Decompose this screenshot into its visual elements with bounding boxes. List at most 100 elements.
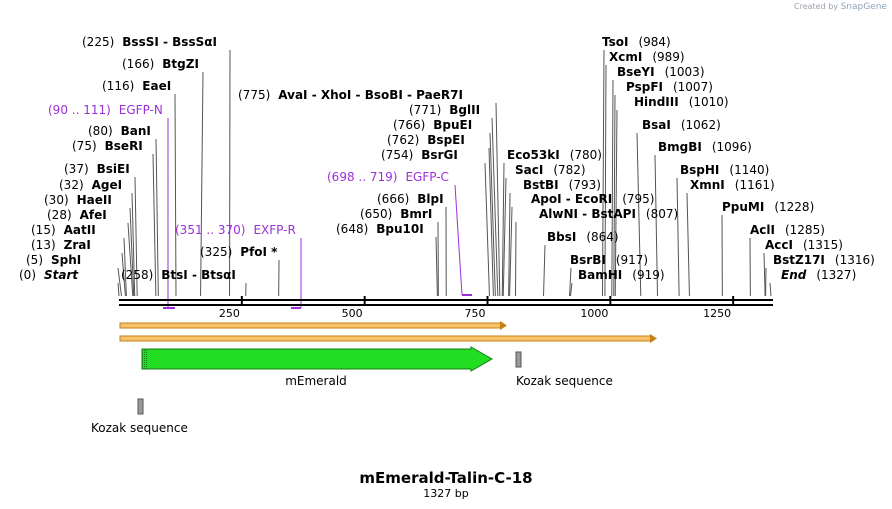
feature-label-kozak-left: Kozak sequence xyxy=(91,421,188,435)
site-connector xyxy=(509,206,513,297)
site-name: Eco53kI xyxy=(507,148,560,162)
site-connector xyxy=(155,138,159,297)
enzyme-site-label: AclI(1285) xyxy=(750,223,825,237)
site-name: AclI xyxy=(750,223,775,237)
site-connector xyxy=(763,252,766,297)
enzyme-site-label: BspHI (1140) xyxy=(680,163,769,177)
site-connector xyxy=(117,282,120,297)
enzyme-site-labels: (0)Start(5)SphI(13)ZraI(15)AatII(28)AfeI… xyxy=(19,35,875,282)
enzyme-site-label: HindIII(1010) xyxy=(634,95,729,109)
site-name: BglII xyxy=(449,103,480,117)
site-position: (782) xyxy=(553,163,585,177)
site-position: (1316) xyxy=(835,253,875,267)
scale-tick-label: 1250 xyxy=(703,307,731,320)
site-connector xyxy=(129,207,135,297)
site-connector xyxy=(117,267,122,297)
enzyme-site-label: (666)BlpI xyxy=(377,192,444,206)
site-connector xyxy=(613,94,616,297)
site-position: (1140) xyxy=(729,163,769,177)
map-length: 1327 bp xyxy=(423,487,468,500)
primer-label: (351 .. 370)EXFP-R xyxy=(175,223,296,237)
enzyme-site-label: (766)BpuEI xyxy=(393,118,472,132)
primer-binding-marks xyxy=(163,294,472,309)
enzyme-site-label: PspFI(1007) xyxy=(626,80,713,94)
primer-name: EXFP-R xyxy=(253,223,295,237)
enzyme-site-label: (762)BspEI xyxy=(387,133,465,147)
enzyme-site-label: (650)BmrI xyxy=(360,207,432,221)
snapgene-logo-text: SnapGene xyxy=(840,2,887,12)
site-name: BsrGI xyxy=(421,148,458,162)
site-connector xyxy=(134,176,138,297)
site-position: (754) xyxy=(381,148,413,162)
site-position: (771) xyxy=(409,103,441,117)
site-connector xyxy=(502,177,507,297)
site-position: (780) xyxy=(570,148,602,162)
site-position: (5) xyxy=(26,253,43,267)
scale-tick-label: 750 xyxy=(465,307,486,320)
site-position: (917) xyxy=(616,253,648,267)
enzyme-site-label: (30) HaeII xyxy=(44,193,112,207)
primer-label: (698 .. 719)EGFP-C xyxy=(327,170,449,184)
enzyme-site-label: (775)AvaI - XhoI - BsoBI - PaeR7I xyxy=(238,88,463,102)
site-name: End xyxy=(781,268,807,282)
scale-tick-label: 500 xyxy=(342,307,363,320)
enzyme-site-label: (80)BanI xyxy=(88,124,151,138)
site-position: (762) xyxy=(387,133,419,147)
site-position: (793) xyxy=(569,178,601,192)
site-position: (1327) xyxy=(816,268,856,282)
scale-tick-label: 1000 xyxy=(580,307,608,320)
enzyme-site-label: (28)AfeI xyxy=(47,208,107,222)
enzyme-site-label: (32)AgeI xyxy=(59,178,122,192)
feature-kozak-left[interactable]: Kozak sequence xyxy=(91,398,188,435)
site-name: ApoI - EcoRI xyxy=(531,192,612,206)
enzyme-site-label: (75)BseRI xyxy=(72,139,143,153)
site-name: AlwNI - BstAPI xyxy=(539,207,636,221)
enzyme-site-label: BamHI(919) xyxy=(578,268,665,282)
primer-name: EGFP-N xyxy=(119,103,163,117)
enzyme-site-label: AccI (1315) xyxy=(765,238,843,252)
site-name: AccI xyxy=(765,238,793,252)
site-connector xyxy=(614,109,618,297)
enzyme-site-label: End (1327) xyxy=(781,268,856,282)
feature-memerald[interactable]: mEmerald xyxy=(141,346,494,388)
site-name: BmrI xyxy=(400,207,432,221)
site-name: BssSI - BssSαI xyxy=(122,35,217,49)
site-connector xyxy=(676,177,680,297)
site-position: (28) xyxy=(47,208,72,222)
site-connector xyxy=(131,192,136,297)
site-position: (1062) xyxy=(681,118,721,132)
site-connector xyxy=(604,64,607,297)
site-position: (807) xyxy=(646,207,678,221)
site-position: (919) xyxy=(632,268,664,282)
site-name: BspHI xyxy=(680,163,719,177)
enzyme-site-label: BbsI(864) xyxy=(547,230,619,244)
enzyme-site-label: (258)BtsI - BtsαI xyxy=(121,268,236,282)
site-connector xyxy=(200,71,204,297)
site-connector xyxy=(174,93,177,297)
site-name: HaeII xyxy=(77,193,112,207)
enzyme-site-label: BmgBI(1096) xyxy=(658,140,752,154)
site-connector xyxy=(152,153,157,297)
site-name: BsaI xyxy=(642,118,671,132)
enzyme-site-label: (0)Start xyxy=(19,268,79,282)
site-position: (30) xyxy=(44,193,69,207)
enzyme-site-label: (166)BtgZI xyxy=(122,57,199,71)
feature-label-kozak-right: Kozak sequence xyxy=(516,374,613,388)
site-position: (1096) xyxy=(712,140,752,154)
enzyme-site-label: PpuMI(1228) xyxy=(722,200,814,214)
site-name: BtgZI xyxy=(162,57,199,71)
primer-range: (698 .. 719) xyxy=(327,170,397,184)
site-position: (225) xyxy=(82,35,114,49)
site-connector xyxy=(636,132,642,297)
site-position: (1315) xyxy=(803,238,843,252)
site-connector xyxy=(508,192,511,297)
site-position: (666) xyxy=(377,192,409,206)
enzyme-site-label: (15)AatII xyxy=(31,223,96,237)
feature-kozak-right[interactable]: Kozak sequence xyxy=(515,351,613,388)
site-position: (648) xyxy=(336,222,368,236)
enzyme-site-label: (325)PfoI * xyxy=(200,245,278,259)
site-name: Bpu10I xyxy=(376,222,423,236)
site-name: ZraI xyxy=(64,238,91,252)
enzyme-site-label: (37)BsiEI xyxy=(64,162,130,176)
site-name: TsoI xyxy=(602,35,628,49)
